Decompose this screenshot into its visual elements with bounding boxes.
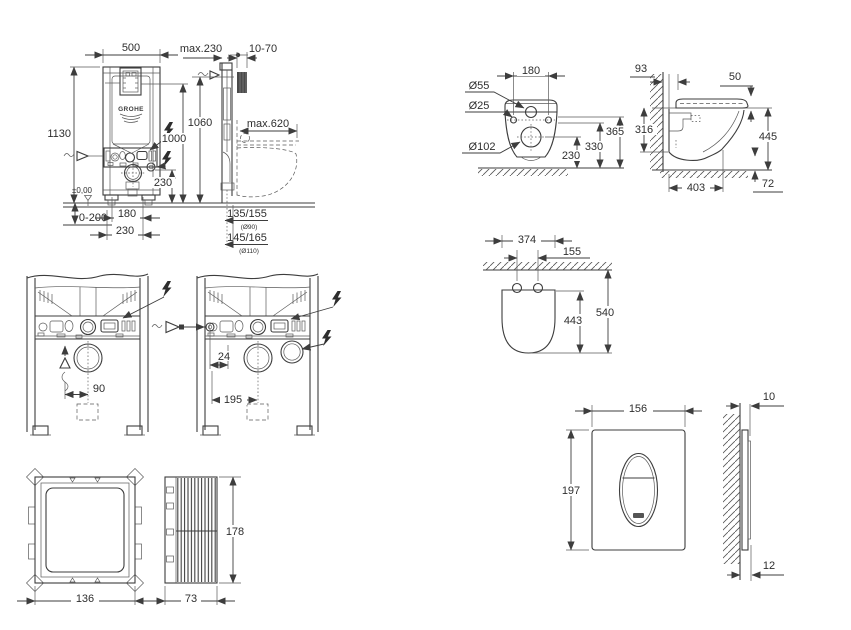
dim-cover-width: 136 (76, 593, 94, 605)
dim-cover-height: 178 (226, 526, 244, 538)
dim-wc-hole-spacing: 180 (522, 65, 540, 77)
fixing-hole-left (509, 116, 518, 124)
actuator-window (119, 67, 142, 96)
level-mark-icon (83, 195, 93, 202)
frame-outline (102, 66, 161, 196)
brand-logo: GROHE (118, 106, 144, 113)
dim-detail-inset: 24 (218, 351, 230, 363)
dim-frame-height: 1130 (47, 128, 71, 140)
dim-wc-height-holes: 330 (585, 141, 603, 153)
floor-hatch (478, 169, 568, 176)
wall-hatch (650, 74, 663, 170)
cover-panel (45, 487, 125, 573)
dim-drain-offset: 180 (118, 208, 136, 220)
dim-outlet-a: 135/155 (227, 208, 267, 220)
fixing-hole-left (511, 282, 523, 294)
cover-frame (34, 476, 136, 584)
cistern (111, 75, 151, 145)
dim-seat-edge: 50 (729, 71, 741, 83)
dim-plate-offset: 10 (763, 391, 775, 403)
plate-profile (741, 429, 749, 551)
dim-rear-height: 316 (635, 124, 653, 136)
dim-fixing-hole: Ø25 (469, 100, 490, 112)
dim-detail-offset-2: 195 (224, 394, 242, 406)
dim-outlet-b: 145/165 (227, 232, 267, 244)
view-frame-side: max.230 10-70 1060 max.620 135/155 (Ø90)… (180, 43, 299, 255)
dim-wc-clearance: max.620 (247, 118, 289, 130)
power-icon (162, 151, 172, 167)
view-cover-front: 136 (17, 468, 153, 605)
power-icon (322, 330, 332, 346)
power-icon (162, 281, 172, 297)
dim-foot-adjust: 0-200 (79, 212, 107, 224)
dim-top-hole-spacing: 155 (563, 246, 581, 258)
wc-seat-lid (675, 98, 749, 109)
fixing-hole-right (532, 282, 544, 294)
flush-plate (591, 429, 686, 551)
dim-cover-depth: 73 (185, 593, 197, 605)
dim-wc-depth: 403 (687, 182, 705, 194)
power-icon (332, 291, 342, 307)
cover-ribbed-side (164, 476, 218, 584)
dim-wc-height-outlet: 230 (562, 150, 580, 162)
view-plate-side: 10 12 (723, 391, 784, 581)
wall-hatch (483, 262, 612, 270)
dim-bowl-depth: 443 (564, 315, 582, 327)
wc-ghost-outline (236, 120, 299, 198)
view-plate-front: 156 197 (557, 402, 702, 551)
dim-front-height: 72 (762, 178, 774, 190)
floor-hatch (660, 171, 748, 178)
view-frame-detail-right: 24 195 (184, 273, 342, 436)
dim-plate-height: 197 (562, 485, 580, 497)
dim-wc-width: 374 (518, 234, 536, 246)
anchor-point (235, 52, 241, 58)
view-frame-detail-left: 90 (26, 273, 184, 436)
wc-bowl-profile (668, 109, 745, 161)
dim-outlet-a-pipe: (Ø90) (241, 224, 258, 231)
dim-top-height: 1060 (188, 117, 212, 129)
view-wc-rear: 180 Ø55 Ø25 Ø102 365 330 230 (462, 65, 629, 176)
dim-frame-width: 500 (122, 42, 140, 54)
dim-plate-width: 156 (629, 403, 647, 415)
dim-wc-height: 445 (759, 131, 777, 143)
warning-triangle-icon (59, 356, 71, 369)
dim-flush-hole: Ø55 (469, 80, 490, 92)
wall-hatch (723, 414, 740, 564)
logo-wave (119, 113, 143, 117)
view-wc-top: 374 155 443 540 (483, 232, 618, 354)
dim-wall-finish: 10-70 (249, 43, 277, 55)
plate-brand-mark (633, 513, 644, 518)
cable-plug-icon (151, 320, 184, 334)
supply-connection (146, 162, 156, 172)
wc-lid (504, 99, 558, 112)
dim-wall-offset: 93 (635, 63, 647, 75)
dim-detail-offset: 90 (93, 383, 105, 395)
flush-button (622, 456, 655, 524)
view-frame-front: 500 1130 GROHE ±0,00 0-200 1000 (47, 42, 315, 240)
water-connection-icon (63, 150, 103, 162)
dim-bend-height: 230 (154, 177, 172, 189)
dim-plate-thickness: 12 (763, 560, 775, 572)
dim-outlet-b-pipe: (Ø110) (239, 248, 259, 255)
pneumatic-button (280, 340, 304, 364)
dim-level: ±0,00 (72, 186, 93, 195)
dim-actuator-height: 1000 (162, 133, 186, 145)
dim-supply-offset: 230 (116, 225, 134, 237)
flush-button-ring (618, 452, 659, 528)
wc-bowl-top (501, 289, 556, 354)
drain-socket (123, 163, 143, 183)
wc-bowl-rear (504, 111, 558, 158)
dim-wc-total-depth: 540 (596, 307, 614, 319)
view-cover-side: 178 73 (147, 476, 248, 605)
outlet-hole (520, 126, 542, 148)
fixing-hole-right (544, 116, 553, 124)
view-wc-side: 93 50 316 445 403 72 (630, 63, 783, 194)
dim-frame-depth: max.230 (180, 43, 222, 55)
flush-hole (524, 105, 538, 119)
dim-wc-height-top: 365 (606, 126, 624, 138)
flush-connection-icon (197, 70, 221, 80)
protection-box-side (237, 72, 247, 93)
dim-outlet-hole: Ø102 (469, 141, 496, 153)
